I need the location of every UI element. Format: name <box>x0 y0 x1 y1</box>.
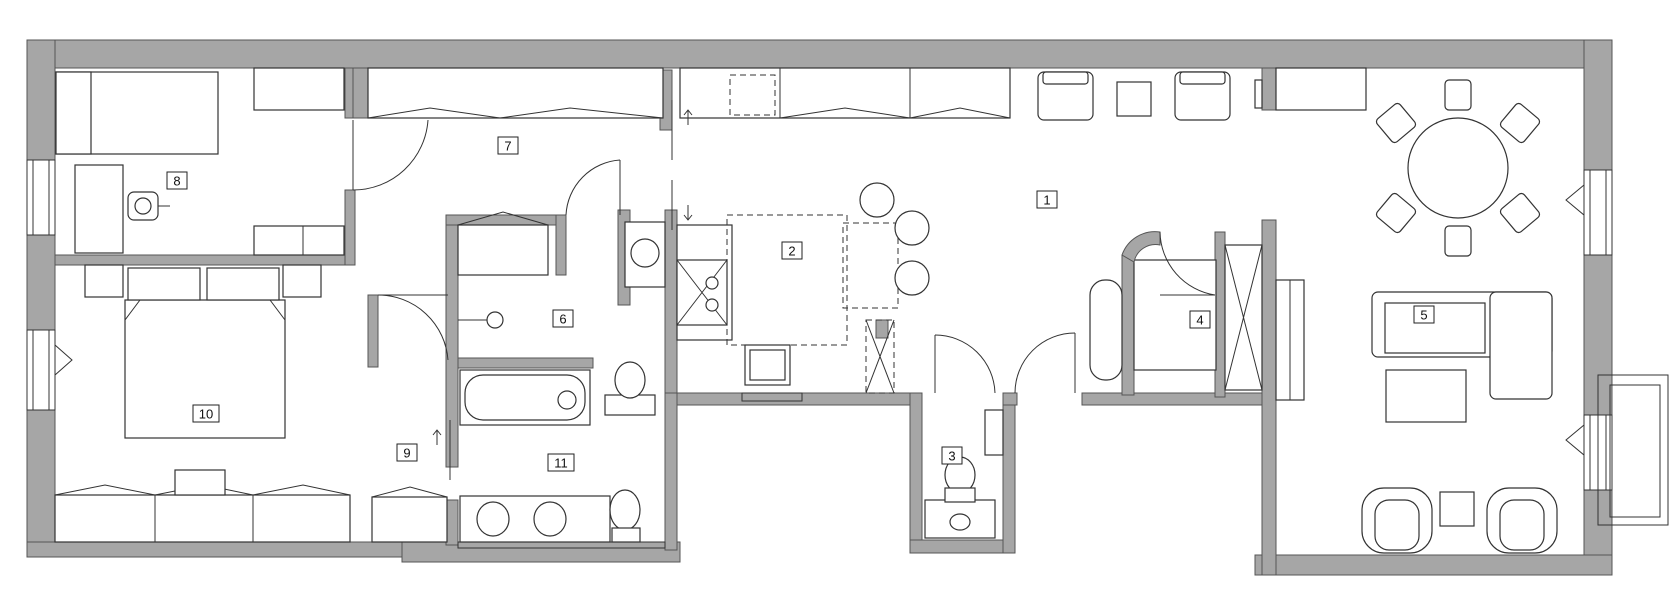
window-bedroom-8 <box>26 159 56 236</box>
room-tag-5: 5 <box>1413 305 1435 324</box>
tall-cabinet <box>865 319 895 394</box>
balcony <box>1597 374 1669 526</box>
bedroom-8 <box>55 67 345 256</box>
room-tag-text: 8 <box>173 174 180 189</box>
kitchen-island <box>726 214 848 346</box>
room-tags: 1 2 3 4 5 6 7 8 9 10 11 <box>166 136 1435 472</box>
kitchen-2 <box>676 182 930 402</box>
room-tag-text: 5 <box>1420 308 1427 323</box>
wc-3 <box>924 409 1004 539</box>
room-tag-text: 11 <box>554 456 568 471</box>
desk-chair <box>127 191 170 221</box>
dining-table <box>1375 79 1541 257</box>
floor-drain <box>458 311 504 329</box>
room-tag-text: 9 <box>403 446 410 461</box>
room-tag-text: 1 <box>1043 193 1050 208</box>
room-tag-2: 2 <box>781 241 803 260</box>
nightstand-left <box>84 264 124 298</box>
bar-stool <box>894 210 930 246</box>
living-5 <box>1275 79 1558 554</box>
desk <box>74 164 124 254</box>
door-closet-4 <box>1014 332 1076 394</box>
room-tag-9: 9 <box>396 443 418 462</box>
room-tag-7: 7 <box>497 136 519 155</box>
laundry-6 <box>457 211 666 329</box>
toilet-11a <box>604 361 656 416</box>
pillow-right <box>206 267 280 301</box>
shelf-top <box>253 67 345 111</box>
toilet-11b <box>609 489 641 543</box>
window-living-top <box>1583 169 1613 256</box>
room-tag-4: 4 <box>1189 310 1211 329</box>
bedroom-10 <box>54 264 448 543</box>
direction-arrows <box>432 109 693 445</box>
room-tag-text: 4 <box>1196 313 1203 328</box>
tv-stand <box>174 469 226 496</box>
windows <box>26 159 1669 526</box>
bar-counter <box>842 222 899 309</box>
shelf-bottom <box>253 225 345 256</box>
room-tag-10: 10 <box>192 404 220 423</box>
side-table <box>1116 81 1152 117</box>
bar-stool <box>859 182 895 218</box>
closet-4 <box>1089 231 1263 391</box>
door-wc-3 <box>934 334 996 394</box>
door-bedroom-8 <box>352 119 429 191</box>
sideboard <box>1275 67 1367 111</box>
room-tag-1: 1 <box>1036 190 1058 209</box>
room-tag-11: 11 <box>547 453 575 472</box>
side-table-living <box>1439 491 1475 527</box>
bathroom-11 <box>457 361 666 549</box>
door-bedroom-10 <box>377 294 449 361</box>
room-tag-text: 10 <box>199 407 213 422</box>
room-tag-8: 8 <box>166 171 188 190</box>
room-tag-text: 7 <box>504 139 511 154</box>
window-bedroom-10 <box>26 329 56 411</box>
wardrobe-10 <box>54 494 351 543</box>
room-tag-3: 3 <box>941 446 963 465</box>
door-closet-inner <box>1159 231 1216 296</box>
pillow-left <box>127 267 201 301</box>
room-tag-text: 6 <box>559 312 566 327</box>
room-tag-text: 2 <box>788 244 795 259</box>
room-tag-6: 6 <box>552 309 574 328</box>
washer <box>457 224 549 276</box>
shoe-cabinet <box>371 496 448 543</box>
door-laundry-6 <box>565 159 621 216</box>
room-tag-text: 3 <box>948 449 955 464</box>
bar-stool <box>894 260 930 296</box>
closet-bench <box>1089 279 1123 381</box>
coffee-table <box>1385 369 1467 423</box>
nightstand-right <box>282 264 322 298</box>
wardrobe-row-7 <box>367 67 1011 119</box>
living-1 <box>1037 67 1367 121</box>
doors <box>352 100 1216 480</box>
